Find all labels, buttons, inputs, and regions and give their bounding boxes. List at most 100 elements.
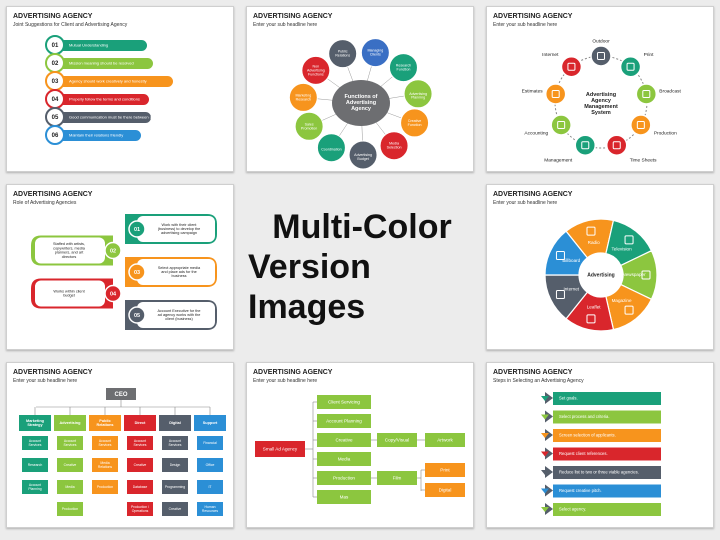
- slide-thumbnail-3[interactable]: ADVERTISING AGENCY Enter your sub headli…: [486, 6, 714, 172]
- slide-thumbnail-7[interactable]: ADVERTISING AGENCY Enter your sub headli…: [246, 362, 474, 528]
- node-glyph: [636, 121, 645, 129]
- column-item-box: [162, 436, 188, 450]
- node-circle: [301, 55, 331, 85]
- column-header-label: Support: [203, 421, 218, 425]
- list-bar: [55, 76, 173, 87]
- item-box: [317, 395, 371, 409]
- segment-label: Billboard: [562, 258, 580, 263]
- slide-title: ADVERTISING AGENCY: [13, 369, 93, 376]
- node-icon: [544, 83, 567, 105]
- ring-diagram: RadioTelevisionNewspaperMagazineLeafletI…: [544, 218, 658, 332]
- column-item-label: Production /Operations: [131, 505, 149, 513]
- column-item-label: Media: [65, 485, 74, 489]
- slide-thumbnail-2[interactable]: ADVERTISING AGENCY Enter your sub headli…: [246, 6, 474, 172]
- list-bar: [55, 58, 153, 69]
- list-bar: [55, 94, 149, 105]
- column-item-box: [197, 436, 223, 450]
- item-label: Creative: [335, 438, 353, 443]
- item-box: [317, 414, 371, 428]
- node-icon: [560, 56, 583, 78]
- step-bar: [553, 447, 661, 461]
- version-heading-line-1: Multi-Color: [272, 208, 452, 246]
- step-label: Request creative pitch.: [559, 488, 602, 493]
- node-label: Estimates: [522, 88, 544, 94]
- number-label: 05: [134, 313, 140, 319]
- number-label: 01: [134, 227, 140, 233]
- number-label: 06: [52, 133, 59, 139]
- hub-label: Advertising: [587, 272, 615, 278]
- column-item-label: IT: [208, 485, 211, 489]
- node-icon: [635, 83, 658, 105]
- list-item-text: Maintain their relations friendly: [69, 133, 123, 138]
- version-heading-line-2: Version Images: [248, 248, 371, 326]
- hub-circle: [580, 254, 622, 296]
- node-glyph: [642, 90, 651, 99]
- slide-thumbnail-5[interactable]: ADVERTISING AGENCY Enter your sub headli…: [486, 184, 714, 350]
- column-header-box: [124, 415, 156, 431]
- step-label: Select process and criteria.: [559, 414, 610, 419]
- node-label: Accounting: [524, 130, 548, 136]
- sub-item-box: [377, 471, 417, 485]
- step-bar: [553, 503, 661, 516]
- column-item-label: Database: [133, 485, 148, 489]
- column-item-label: Creative: [134, 463, 147, 467]
- column-item-box: [127, 436, 153, 450]
- list-card: [137, 302, 215, 328]
- node-glyph: [581, 141, 590, 150]
- node-glyph: [557, 121, 566, 129]
- column-header-box: [89, 415, 121, 431]
- number-badge: [128, 220, 146, 238]
- node-label: Coordination: [321, 148, 341, 152]
- slide-subtitle: Enter your sub headline here: [253, 22, 318, 28]
- number-label: 01: [52, 43, 59, 49]
- step-arrow: [545, 503, 553, 515]
- column-item-box: [92, 480, 118, 494]
- step-label: Screen selection of applicants.: [559, 433, 616, 438]
- slide-thumbnail-1[interactable]: ADVERTISING AGENCY Joint Suggestions for…: [6, 6, 234, 172]
- step-bar: [553, 410, 661, 424]
- step-bar: [553, 392, 661, 405]
- slide-thumbnail-8[interactable]: ADVERTISING AGENCY Steps in Selecting an…: [486, 362, 714, 528]
- version-heading: Multi-Color Version Images: [248, 184, 476, 350]
- slide-title: ADVERTISING AGENCY: [253, 369, 333, 376]
- node-label: Management: [544, 158, 573, 164]
- column-item-label: Design: [170, 463, 181, 467]
- node-label: Print: [644, 52, 655, 58]
- slide-thumbnail-4[interactable]: ADVERTISING AGENCY Role of Advertising A…: [6, 184, 234, 350]
- segment-label: Leaflet: [587, 304, 602, 309]
- column-item-box: [197, 502, 223, 516]
- slide-subtitle: Enter your sub headline here: [13, 378, 78, 384]
- column-header-label: Direct: [135, 421, 146, 425]
- list-item-text: Mutual Understanding: [69, 43, 108, 48]
- root-label: CEO: [114, 392, 127, 398]
- step-label: Select agency.: [559, 507, 586, 512]
- node-circle: [388, 53, 418, 83]
- column-item-box: [22, 436, 48, 450]
- step-arrow: [545, 410, 553, 423]
- step-arrow: [545, 484, 553, 497]
- list-item-text: Agency should work creatively and honest…: [69, 79, 147, 84]
- node-icon: [550, 114, 572, 136]
- step-bar: [553, 429, 661, 442]
- list-bar: [55, 130, 141, 141]
- column-item-label: Creative: [64, 463, 77, 467]
- slide-title: ADVERTISING AGENCY: [493, 191, 573, 198]
- slide-thumbnail-6[interactable]: ADVERTISING AGENCY Enter your sub headli…: [6, 362, 234, 528]
- node-glyph: [551, 90, 560, 99]
- sub-item-box: [377, 433, 417, 447]
- segment-label: Television: [611, 246, 632, 251]
